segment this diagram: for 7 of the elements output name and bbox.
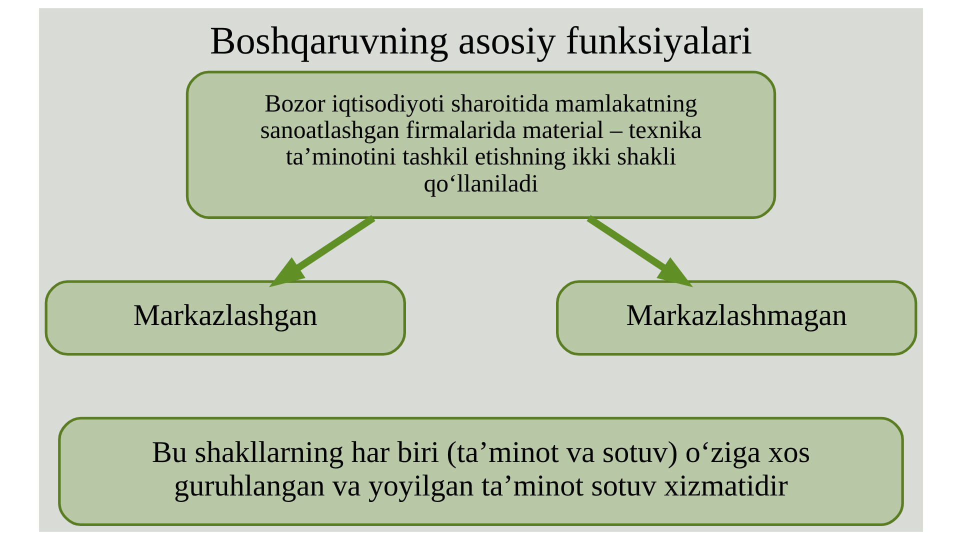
arrow	[268, 215, 375, 288]
diagram-title: Boshqaruvning asosiy funksiyalari	[209, 20, 752, 63]
node-box: Markazlashgan	[44, 280, 406, 356]
node-box: Bozor iqtisodiyoti sharoitida mamlakatning sanoatlashgan firmalarida material – texnika ta’minotini tashkil etishning ikki shakli qo‘llaniladi	[185, 70, 776, 219]
node-box: Bu shakllarning har biri (ta’minot va sotuv) o‘ziga xos guruhlangan va yoyilgan ta’minot sotuv xizmatidir	[58, 416, 904, 526]
arrow	[586, 215, 693, 288]
node-box: Markazlashmagan	[556, 280, 917, 356]
